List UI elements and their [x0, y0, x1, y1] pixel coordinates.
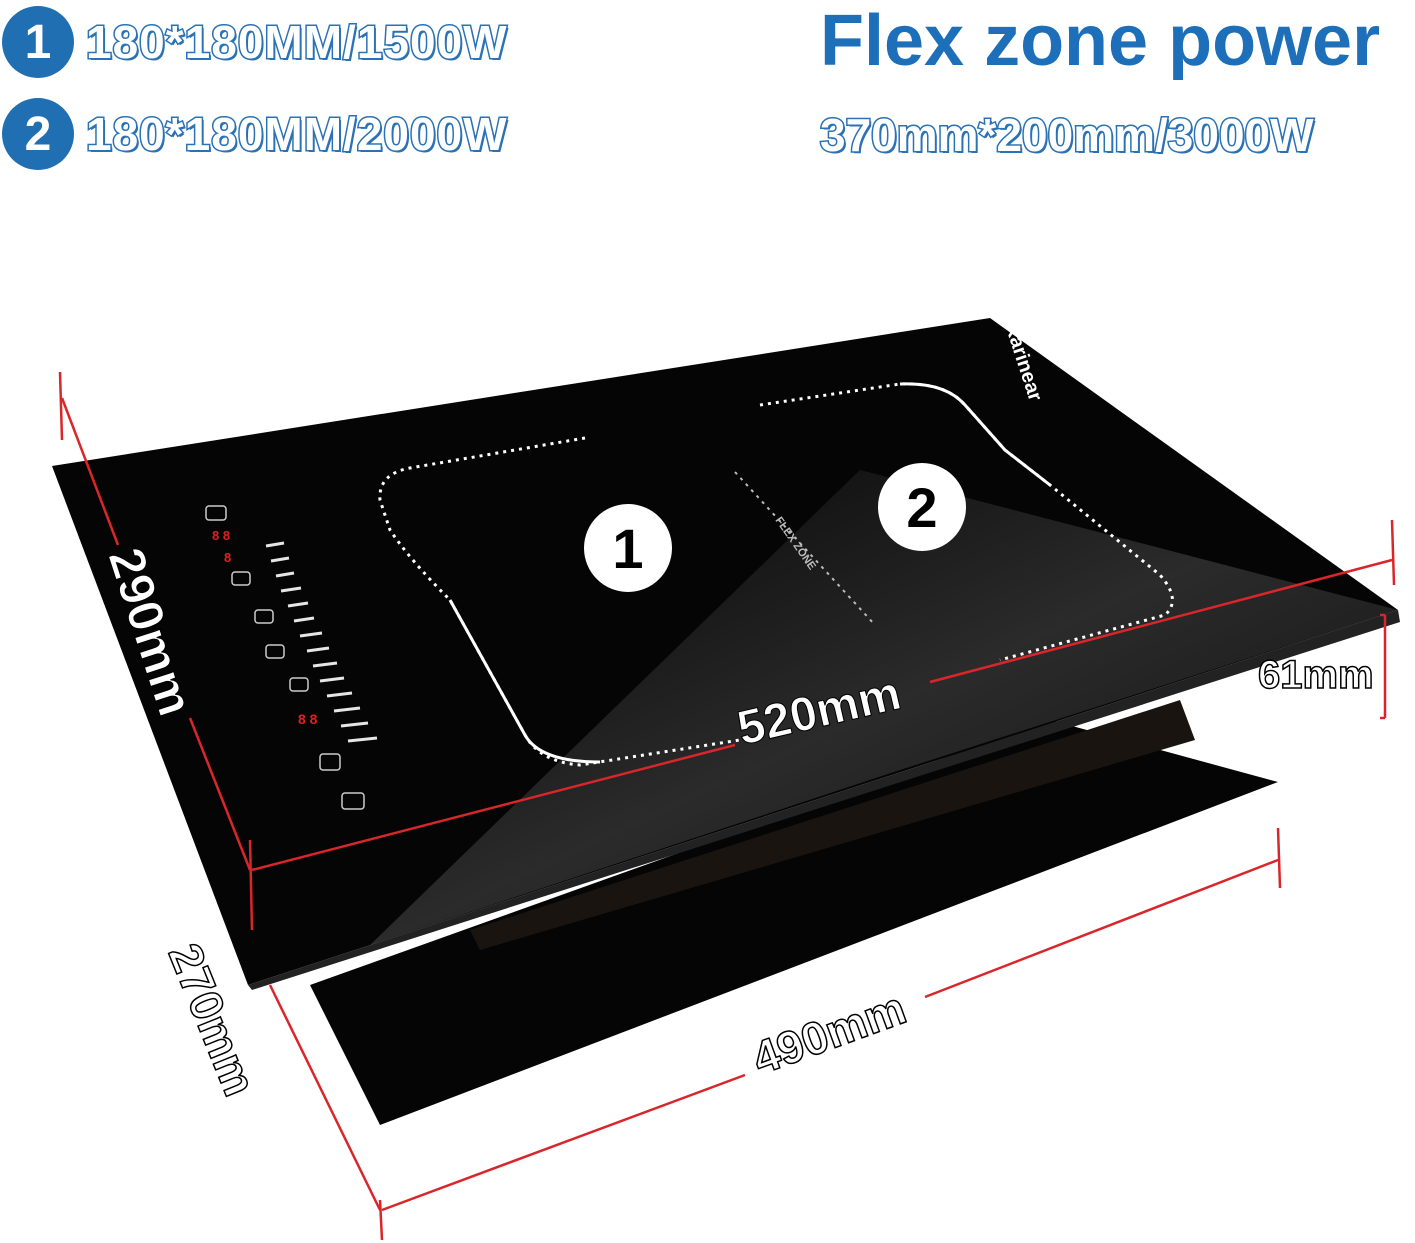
boost-icon [289, 677, 309, 692]
fan-icon [341, 792, 365, 810]
flex-zone-spec: 370mm*200mm/3000W [819, 108, 1316, 163]
timer-icon [254, 609, 274, 624]
zone-1-marker: 1 [584, 504, 672, 592]
glass-edge [248, 610, 1400, 990]
zone-1-marker-label: 1 [612, 517, 643, 580]
height-label: 61mm [1258, 653, 1374, 697]
zone-1-outline-solid [448, 599, 601, 764]
zone-1-spec: 1 180*180MM/1500W [2, 6, 508, 78]
flex-zone-title: Flex zone power [820, 1, 1381, 81]
zone-2-spec-text: 180*180MM/2000W [85, 107, 509, 162]
zone-1-spec-text: 180*180MM/1500W [85, 15, 509, 70]
zone-2-outline-solid [899, 382, 1051, 487]
pause-icon [265, 644, 285, 659]
zone-1-outline [378, 436, 741, 767]
zone-1-badge: 1 [2, 6, 74, 78]
zone-2-spec: 2 180*180MM/2000W [2, 98, 508, 170]
cooktop-base-shadow [470, 700, 1195, 950]
power-slider [265, 541, 378, 743]
flex-zone-divider [734, 471, 876, 626]
power-key-icon [205, 505, 227, 521]
timer-display: 8 8 [298, 711, 318, 727]
zone-2-marker-label: 2 [906, 476, 937, 539]
zone-2-display: 8 [224, 550, 231, 565]
lock-icon [319, 753, 341, 771]
dimension-lines [58, 371, 1396, 1241]
zone-select-icon [231, 571, 251, 586]
zone-1-display: 8 8 [212, 528, 230, 543]
control-panel: 8 8 8 8 8 [205, 505, 378, 810]
width-cutout-label: 490mm [746, 981, 913, 1084]
cooktop-base [310, 720, 1278, 1125]
zone-2-marker: 2 [878, 463, 966, 551]
glass-reflection [370, 470, 1398, 945]
zone-2-badge: 2 [2, 98, 74, 170]
